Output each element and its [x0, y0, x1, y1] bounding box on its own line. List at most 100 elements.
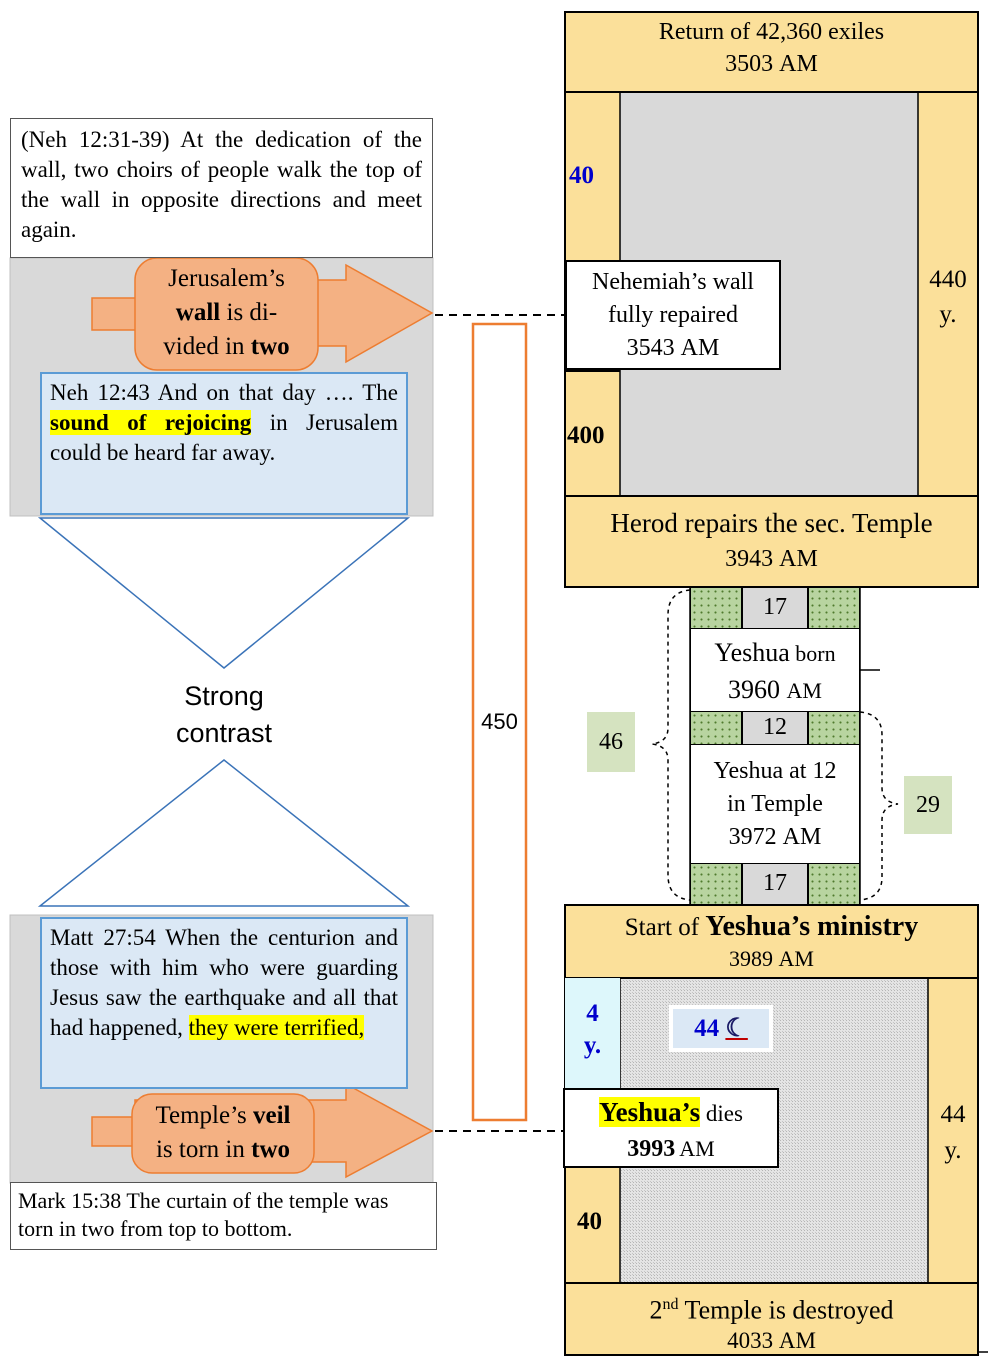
- rejoicing-after: in Jerusalem could be heard far away.: [50, 410, 398, 465]
- span-450-label: 450: [481, 709, 518, 734]
- destroyed-title: Temple is destroyed: [678, 1295, 894, 1325]
- wall-arrow-shape: [91, 257, 434, 371]
- born-line1: Yeshua born: [691, 635, 859, 672]
- vided-in-word: vided in: [163, 333, 251, 360]
- divided-word: is di-: [220, 299, 278, 326]
- born-year-line: 3960 AM: [691, 672, 859, 709]
- inverted-triangle: [37, 517, 411, 669]
- left-400-value: 400: [567, 422, 605, 449]
- dies-word: dies: [700, 1101, 743, 1126]
- contrast-line1: Strong: [184, 681, 264, 711]
- return-title: Return of 42,360 exiles: [658, 19, 885, 45]
- right-440-unit: y.: [939, 301, 957, 328]
- contrast-line2: contrast: [175, 718, 273, 748]
- yeshua-at-12-box: Yeshua at 12 in Temple 3972 AM: [690, 745, 860, 863]
- herod-year: 3943: [725, 546, 774, 572]
- nehemiah-wall-repaired-box: Nehemiah’s wall fully repaired 3543 AM: [565, 260, 781, 370]
- brace-29-label: 29: [904, 776, 952, 834]
- yeshua-dies-box: Yeshua’s dies 3993 AM: [563, 1088, 779, 1168]
- mark-quote: Mark 15:38 The curtain of the temple was…: [10, 1182, 437, 1250]
- wall-arrow-label: Jerusalem’s wall is di- vided in two: [135, 262, 318, 364]
- born-name: Yeshua: [714, 638, 790, 667]
- wall-arrow-line1: Jerusalem’s: [168, 265, 285, 292]
- seg17a-cell: 17: [742, 587, 808, 629]
- veil-arrow-line1: Temple’s veil: [132, 1099, 314, 1133]
- moon-icon: ☾: [725, 1015, 748, 1042]
- seg17b-right: [808, 863, 860, 905]
- veil-arrow-label: Temple’s veil is torn in two: [132, 1099, 314, 1167]
- wall-word: wall: [175, 299, 221, 326]
- right-44-unit: y.: [944, 1137, 962, 1164]
- two-word-veil: two: [251, 1136, 291, 1163]
- brace-46-shape: [651, 589, 691, 901]
- dies-year-line: 3993 AM: [565, 1133, 777, 1168]
- ministry-line1: Start of Yeshua’s ministry: [565, 910, 978, 945]
- seg17a-left: [690, 587, 742, 629]
- wall-repaired-year: 3543: [626, 335, 675, 361]
- herod-year-line: 3943 AM: [565, 541, 978, 577]
- matthew-quote: Matt 27:54 When the centurion and those …: [40, 917, 408, 1089]
- wall-repaired-line1: Nehemiah’s wall: [592, 269, 754, 295]
- seg17b-cell: 17: [742, 863, 808, 905]
- right-440-value: 440: [929, 266, 967, 293]
- return-year: 3503: [725, 51, 774, 77]
- nehemiah-dedication-label: (Neh 12:31-39) At the dedication of the …: [21, 127, 422, 242]
- return-unit: AM: [779, 51, 818, 77]
- upright-triangle: [37, 759, 411, 907]
- yeshua-born-box: Yeshua born 3960 AM: [690, 629, 860, 711]
- torn-in-word: is torn in: [155, 1136, 252, 1163]
- veil-arrow-shape: [91, 1082, 434, 1179]
- moon-44-badge: 44 ☾: [669, 1005, 773, 1052]
- wall-repaired-year-line: 3543 AM: [567, 332, 779, 365]
- wall-arrow-line3: vided in two: [135, 330, 318, 364]
- destroyed-sup: nd: [662, 1296, 679, 1313]
- left-40-cell: 40: [565, 92, 620, 262]
- ministry-start: Start of: [624, 914, 706, 941]
- moon-44-value: 44: [694, 1015, 720, 1042]
- wall-repaired-unit: AM: [680, 335, 720, 361]
- temples-word: Temple’s: [155, 1102, 254, 1129]
- right-44y-label: 44 y.: [928, 1097, 978, 1169]
- seg17b-left: [690, 863, 742, 905]
- rejoicing-before: Neh 12:43 And on that day …. The: [50, 380, 398, 405]
- seg17a-right: [808, 587, 860, 629]
- born-unit: AM: [786, 678, 822, 703]
- dies-unit: AM: [679, 1136, 715, 1161]
- at12-line1: Yeshua at 12: [713, 758, 837, 784]
- left-4-value: 4: [586, 1000, 599, 1027]
- veil-arrow-line2: is torn in two: [132, 1133, 314, 1167]
- moon-44-inner: 44 ☾: [673, 1009, 769, 1048]
- destroyed-line1: 2nd Temple is destroyed: [565, 1290, 978, 1326]
- destroyed-year-line: 4033 AM: [565, 1326, 978, 1356]
- brace-29-shape: [859, 711, 899, 901]
- rejoicing-highlight: sound of rejoicing: [50, 410, 252, 435]
- two-word: two: [250, 333, 290, 360]
- destroyed-year: 4033: [727, 1327, 774, 1353]
- herod-unit: AM: [779, 546, 818, 572]
- dies-name: Yeshua’s: [599, 1097, 701, 1127]
- left-4-unit: y.: [583, 1032, 602, 1059]
- wall-repaired-line2: fully repaired: [608, 302, 738, 328]
- nehemiah-dedication-text: (Neh 12:31-39) At the dedication of the …: [10, 118, 433, 258]
- seg12-right: [808, 711, 860, 745]
- seg12-left: [690, 711, 742, 745]
- right-440-label: 440 y.: [918, 262, 978, 332]
- rejoicing-quote: Neh 12:43 And on that day …. The sound o…: [40, 372, 408, 515]
- dies-year: 3993: [627, 1136, 676, 1162]
- left-400-cell: 400: [565, 370, 620, 496]
- matthew-highlight: they were terrified,: [188, 1015, 365, 1040]
- born-word: born: [789, 641, 836, 666]
- brace-46-label: 46: [587, 712, 635, 772]
- ministry-title: Yeshua’s ministry: [705, 911, 919, 942]
- matthew-before: Matt 27:54 When the centurion and those …: [50, 925, 398, 1040]
- wall-arrow-line2: wall is di-: [135, 296, 318, 330]
- ministry-unit: AM: [778, 946, 814, 971]
- destroyed-unit: AM: [778, 1327, 816, 1353]
- return-year-line: 3503 AM: [565, 48, 978, 80]
- right-44-value: 44: [940, 1101, 966, 1128]
- destroyed-ord: 2: [649, 1295, 663, 1325]
- at12-line2: in Temple: [727, 791, 823, 817]
- mark-quote-text: Mark 15:38 The curtain of the temple was…: [18, 1188, 389, 1241]
- left-40-value: 40: [569, 162, 594, 189]
- herod-repairs-footer: Herod repairs the sec. Temple 3943 AM: [565, 505, 978, 577]
